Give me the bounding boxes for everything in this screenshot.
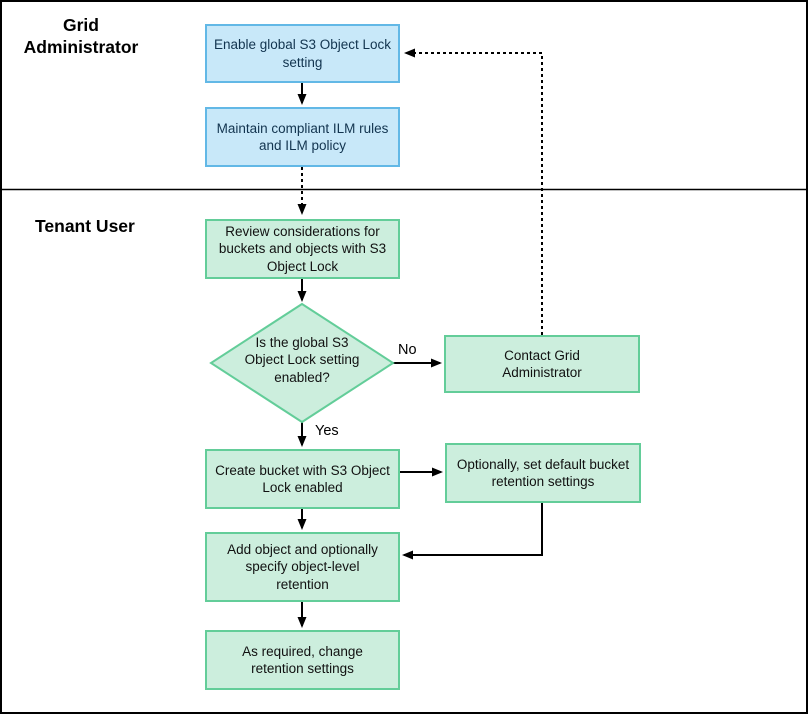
node-decision-s3-lock-enabled: Is the global S3 Object Lock setting ena… — [244, 335, 360, 385]
node-label: As required, change retention settings — [242, 643, 363, 676]
node-label: Optionally, set default bucket retention… — [456, 456, 630, 489]
arrow-contact-to-enable — [404, 48, 543, 335]
edge-label-yes: Yes — [315, 423, 339, 439]
lane-label-grid-administrator: Grid Administrator — [23, 15, 139, 57]
node-label: Enable global S3 Object Lock setting — [213, 37, 392, 70]
node-maintain-compliant-ilm: Maintain compliant ILM rules and ILM pol… — [205, 107, 400, 167]
node-add-object: Add object and optionally specify object… — [205, 532, 400, 602]
node-label: Maintain compliant ILM rules and ILM pol… — [216, 120, 389, 153]
node-contact-grid-administrator: Contact Grid Administrator — [444, 335, 640, 393]
lane-label-tenant-user: Tenant User — [35, 216, 135, 236]
node-create-bucket: Create bucket with S3 Object Lock enable… — [205, 449, 400, 509]
node-optional-bucket-retention: Optionally, set default bucket retention… — [445, 443, 641, 503]
edge-label-no: No — [398, 342, 417, 358]
node-label: Create bucket with S3 Object Lock enable… — [215, 462, 390, 495]
node-review-considerations: Review considerations for buckets and ob… — [205, 219, 400, 279]
node-enable-global-s3-object-lock: Enable global S3 Object Lock setting — [205, 24, 400, 83]
node-label: Add object and optionally specify object… — [227, 542, 378, 592]
decision-diamond-shape — [209, 302, 395, 424]
node-change-retention: As required, change retention settings — [205, 630, 400, 690]
arrow-optional-to-add — [402, 503, 543, 560]
node-label: Review considerations for buckets and ob… — [218, 224, 387, 274]
node-label: Contact Grid Administrator — [502, 347, 582, 380]
